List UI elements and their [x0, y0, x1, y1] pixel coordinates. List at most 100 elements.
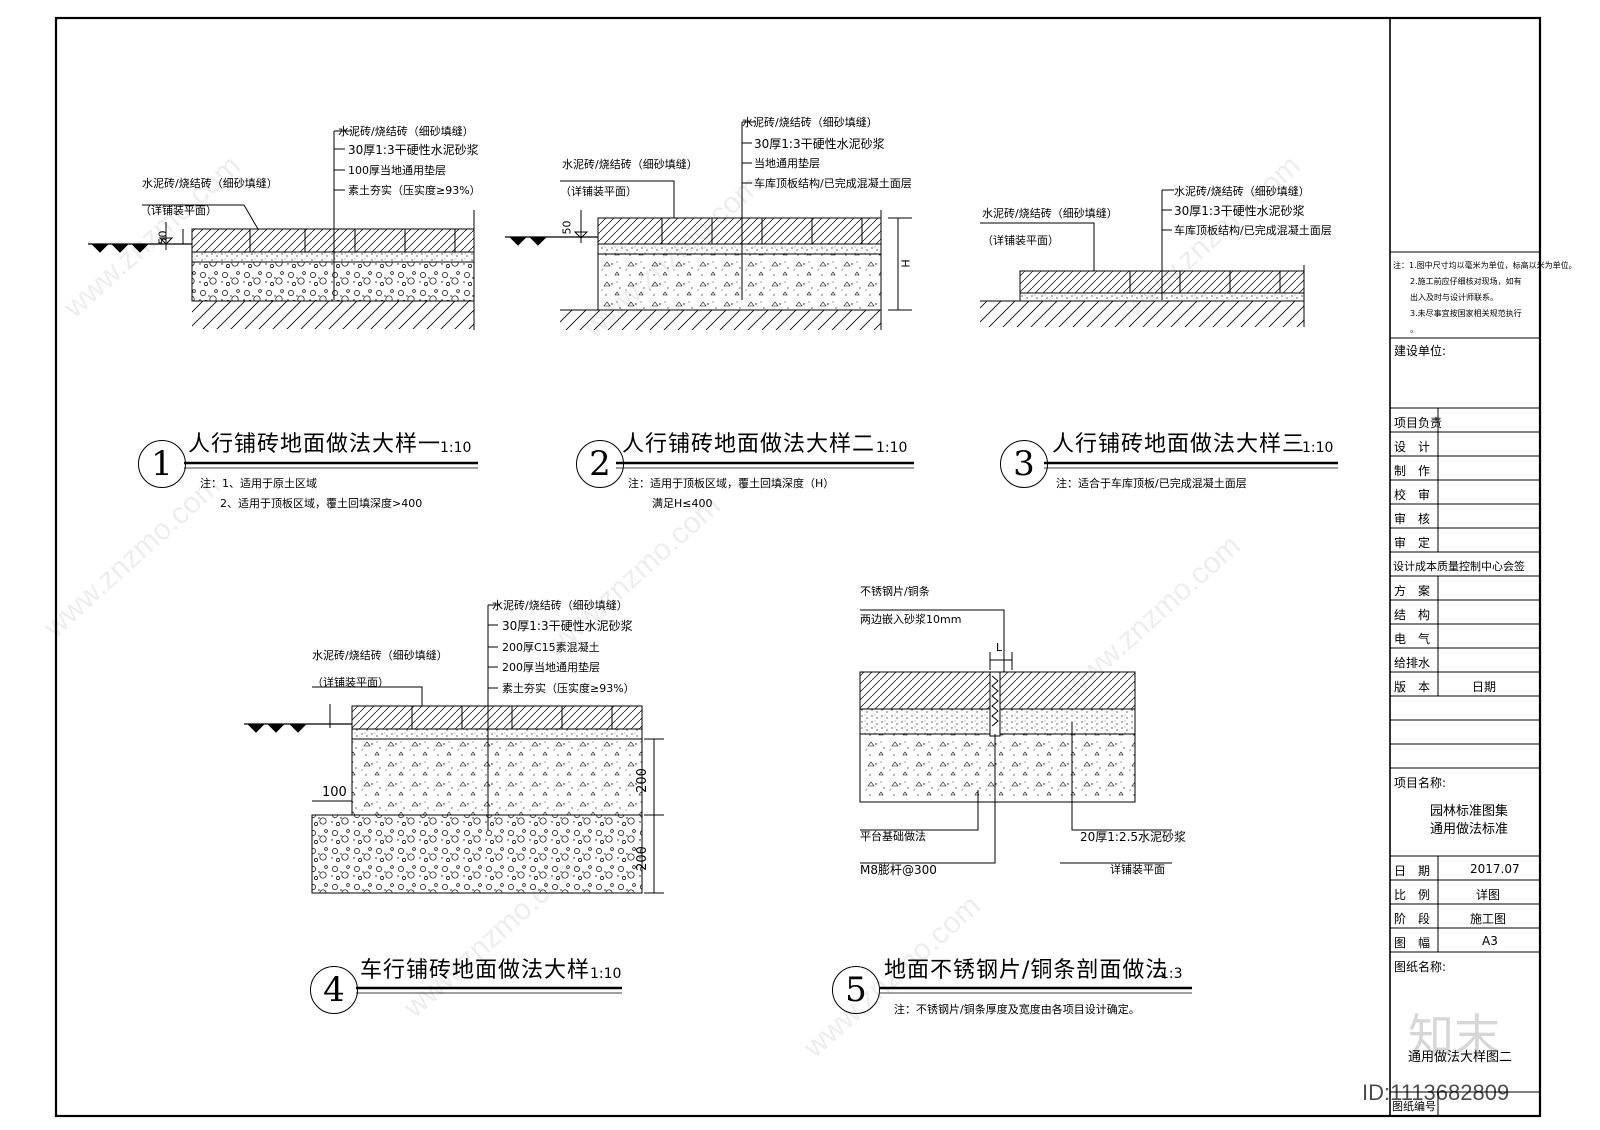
tb-row-4: 校 审: [1394, 488, 1431, 502]
d5-number-circle: 5: [832, 966, 880, 1014]
tb-info-v-4: A3: [1482, 934, 1498, 948]
tb-center: 设计成本质量控制中心会签: [1393, 560, 1525, 573]
d2-layer-2: 30厚1:3干硬性水泥砂浆: [754, 137, 885, 151]
d1-layer-3: 100厚当地通用垫层: [348, 164, 446, 177]
d2-note-2: 满足H≤400: [652, 497, 713, 510]
d5-scale: 1:3: [1160, 966, 1183, 982]
tb-drawing-label: 图纸名称:: [1394, 960, 1447, 974]
title-underlines: [184, 461, 1338, 994]
d5-title: 地面不锈钢片/铜条剖面做法: [884, 958, 1169, 983]
tb-project-label: 项目名称:: [1394, 776, 1447, 790]
d2-scale: 1:10: [876, 440, 908, 456]
tb-drawing-name: 通用做法大样图二: [1408, 1050, 1513, 1065]
d4-dim-200-b: 200: [634, 846, 650, 871]
tb-row2-3: 电 气: [1394, 632, 1431, 646]
tb-info-k-4: 图 幅: [1394, 936, 1431, 950]
d2-left-sub: （详铺装平面）: [560, 185, 637, 198]
detail-2-section: [505, 121, 912, 330]
watermark-logo: 知末: [1408, 1009, 1500, 1063]
d1-dim-50: 50: [156, 230, 170, 245]
d2-title: 人行铺砖地面做法大样二: [622, 432, 876, 457]
tb-note-5: 。: [1410, 325, 1418, 334]
d2-number-circle: 2: [576, 440, 624, 488]
d2-layer-3: 当地通用垫层: [754, 157, 820, 170]
d4-layer-2: 30厚1:3干硬性水泥砂浆: [502, 619, 633, 633]
d5-dim-l: L: [996, 641, 1003, 654]
detail-5-section: [859, 609, 1172, 864]
d4-number-circle: 4: [310, 966, 358, 1014]
tb-note-1: 注：1.图中尺寸均以毫米为单位，标高以米为单位。: [1393, 261, 1577, 270]
tb-drawing-no-label: 图纸编号: [1392, 1100, 1436, 1113]
d4-layer-1: 水泥砖/烧结砖（细砂填缝）: [492, 599, 628, 612]
d1-note-1: 注：1、适用于原土区域: [200, 477, 317, 490]
d4-left-sub: （详铺装平面）: [312, 676, 389, 689]
tb-project-name-2: 通用做法标准: [1430, 822, 1509, 837]
tb-info-v-3: 施工图: [1470, 912, 1507, 926]
d1-scale: 1:10: [440, 440, 472, 456]
title-block-grid: [1390, 251, 1540, 1116]
tb-row-2: 设 计: [1394, 440, 1431, 454]
tb-row2-5: 版 本: [1394, 680, 1431, 694]
d1-left-label: 水泥砖/烧结砖（细砂填缝）: [142, 177, 278, 190]
tb-row-5: 审 核: [1394, 512, 1431, 526]
d5-label-mortar: 20厚1:2.5水泥砂浆: [1080, 830, 1187, 844]
d1-layer-2: 30厚1:3干硬性水泥砂浆: [348, 143, 479, 157]
d2-left-label: 水泥砖/烧结砖（细砂填缝）: [562, 158, 698, 171]
d5-top-label-2: 两边嵌入砂浆10mm: [860, 613, 962, 626]
d3-number-circle: 3: [1000, 440, 1048, 488]
d2-layer-1: 水泥砖/烧结砖（细砂填缝）: [742, 116, 878, 129]
tb-build-unit: 建设单位:: [1394, 344, 1447, 358]
d4-layer-3: 200厚C15素混凝土: [502, 641, 600, 654]
d4-title: 车行铺砖地面做法大样: [360, 958, 591, 983]
d3-scale: 1:10: [1302, 440, 1334, 456]
detail-4-section: [244, 604, 664, 894]
tb-note-3: 出入及时与设计师联系。: [1410, 293, 1498, 302]
d1-layer-1: 水泥砖/烧结砖（细砂填缝）: [338, 125, 474, 138]
tb-row-1: 项目负责: [1394, 416, 1443, 430]
d5-label-plan: 详铺装平面: [1110, 863, 1165, 876]
d3-layer-1: 水泥砖/烧结砖（细砂填缝）: [1174, 185, 1310, 198]
detail-1-section: [88, 130, 475, 330]
d3-note-1: 注：适合于车库顶板/已完成混凝土面层: [1056, 477, 1247, 490]
tb-info-v-1: 2017.07: [1470, 862, 1520, 876]
d3-layer-2: 30厚1:3干硬性水泥砂浆: [1174, 204, 1305, 218]
detail-3-section: [980, 189, 1305, 327]
tb-row2-4: 给排水: [1394, 656, 1431, 670]
d1-title: 人行铺砖地面做法大样一: [188, 432, 442, 457]
tb-note-4: 3.未尽事宜按国家相关规范执行: [1410, 309, 1522, 318]
d2-layer-4: 车库顶板结构/已完成混凝土面层: [754, 177, 912, 190]
d1-layer-4: 素土夯实（压实度≥93%）: [348, 184, 481, 197]
d4-dim-100: 100: [322, 785, 347, 800]
watermark-id: ID:1113682809: [1362, 1080, 1510, 1105]
tb-info-k-2: 比 例: [1394, 888, 1431, 902]
d5-top-label-1: 不锈钢片/铜条: [860, 585, 930, 598]
d2-dim-h: H: [899, 259, 913, 268]
tb-project-name-1: 园林标准图集: [1430, 804, 1509, 819]
sheet-border: [54, 16, 1542, 1118]
tb-date-head: 日期: [1472, 680, 1497, 694]
d1-note-2: 2、适用于顶板区域，覆土回填深度>400: [220, 497, 423, 510]
d4-layer-4: 200厚当地通用垫层: [502, 661, 600, 674]
d1-left-sub: （详铺装平面）: [140, 204, 217, 217]
d2-dim-50: 50: [560, 220, 574, 235]
tb-row-3: 制 作: [1394, 464, 1431, 478]
d3-layer-3: 车库顶板结构/已完成混凝土面层: [1174, 224, 1332, 237]
d3-left-label: 水泥砖/烧结砖（细砂填缝）: [982, 207, 1118, 220]
tb-row2-2: 结 构: [1394, 608, 1431, 622]
d5-label-base: 平台基础做法: [860, 830, 926, 843]
tb-info-v-2: 详图: [1476, 888, 1501, 902]
tb-info-k-1: 日 期: [1394, 864, 1431, 878]
d4-left-label: 水泥砖/烧结砖（细砂填缝）: [312, 649, 448, 662]
d2-note-1: 注：适用于顶板区域，覆土回填深度（H）: [628, 477, 835, 490]
d3-title: 人行铺砖地面做法大样三: [1052, 432, 1306, 457]
d1-number-circle: 1: [138, 440, 186, 488]
tb-note-2: 2.施工前应仔细核对现场，如有: [1410, 277, 1522, 286]
d3-left-sub: （详铺装平面）: [982, 234, 1059, 247]
d5-note-1: 注：不锈钢片/铜条厚度及宽度由各项目设计确定。: [894, 1003, 1140, 1016]
d5-label-bolt: M8膨杆@300: [860, 863, 937, 877]
d4-layer-5: 素土夯实（压实度≥93%）: [502, 682, 635, 695]
d4-dim-200-a: 200: [634, 768, 650, 793]
d4-scale: 1:10: [590, 966, 622, 982]
tb-row-6: 审 定: [1394, 536, 1431, 550]
tb-info-k-3: 阶 段: [1394, 912, 1431, 926]
